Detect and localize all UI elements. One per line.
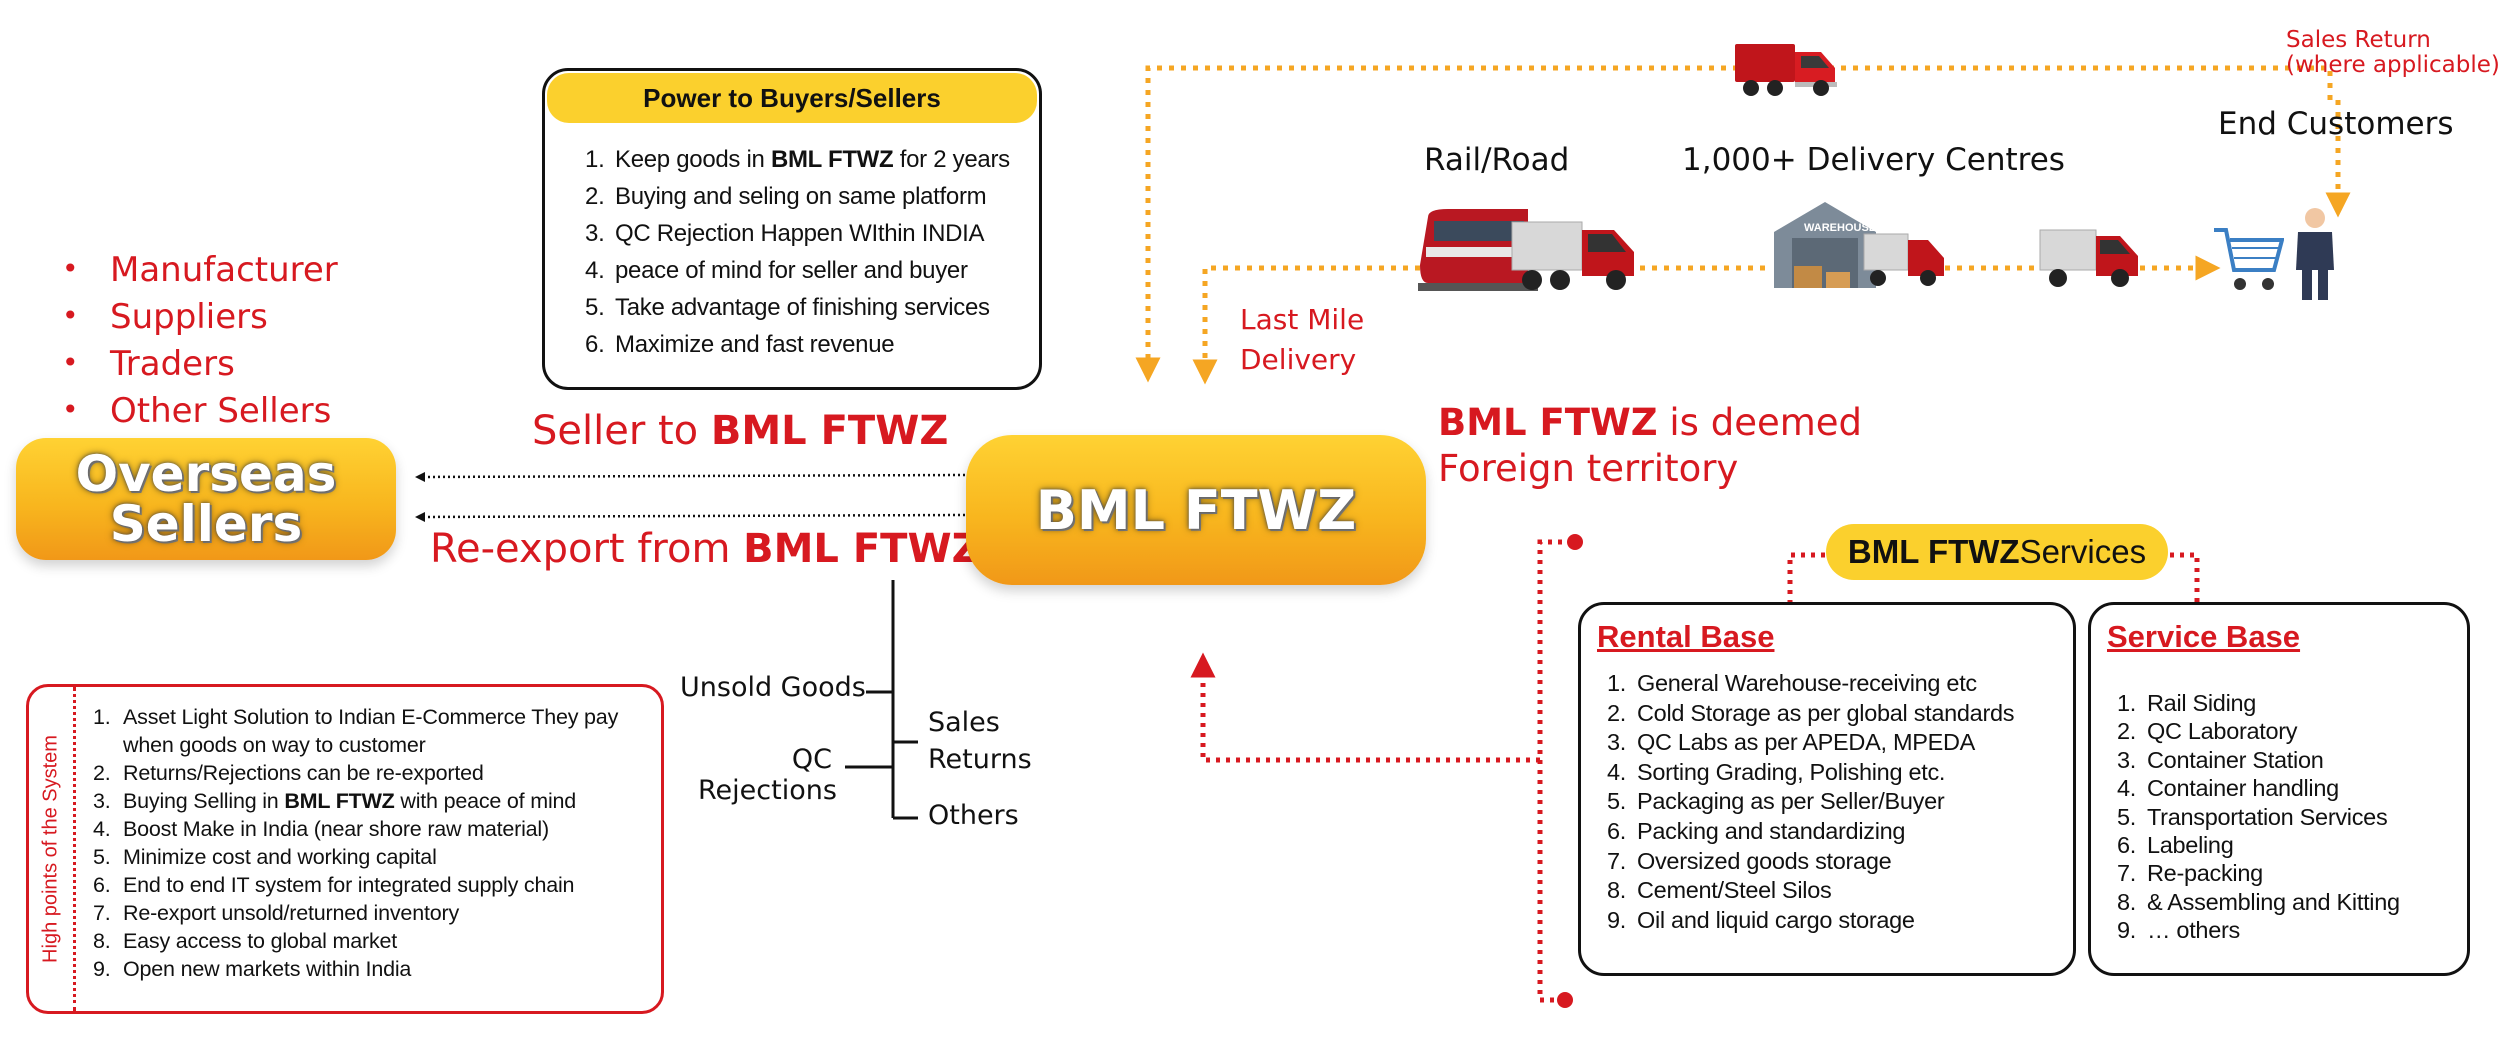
truck-icon — [1863, 233, 1944, 286]
list-item: Traders — [62, 340, 338, 387]
rental-base-title: Rental Base — [1597, 619, 1775, 654]
service-base-box: Service Base Rail Siding QC Laboratory C… — [2088, 602, 2470, 976]
overseas-line-2: Sellers — [109, 495, 303, 553]
list-item: Oil and liquid cargo storage — [1607, 906, 1915, 935]
seller-to-label: Seller to BML FTWZ — [532, 408, 949, 454]
deemed-foreign-label: BML FTWZ is deemed Foreign territory — [1438, 401, 1863, 490]
list-item: Container handling — [2117, 774, 2339, 803]
train-icon — [1418, 209, 1538, 291]
last-mile-label: Last Mile Delivery — [1240, 303, 1365, 376]
list-item: Cement/Steel Silos — [1607, 876, 1832, 905]
list-item: Transportation Services — [2117, 803, 2388, 832]
truck-icon — [1511, 221, 1634, 290]
bracket-dot-bottom — [1557, 992, 1573, 1008]
seller-to-flow — [415, 471, 966, 482]
rail-road-label: Rail/Road — [1424, 142, 1570, 178]
delivery-centres-label: 1,000+ Delivery Centres — [1682, 142, 2065, 178]
sales-return-line — [1135, 65, 2333, 383]
sales-return-label: Sales Return (where applicable) — [2286, 27, 2500, 78]
list-item: Take advantage of finishing services — [585, 289, 990, 326]
badge-connector-right — [2160, 552, 2200, 602]
high-points-list: Asset Light Solution to Indian E-Commerc… — [93, 703, 653, 983]
services-connector — [1190, 652, 1540, 763]
others-label: Others — [928, 800, 1019, 831]
list-item: Other Sellers — [62, 387, 338, 434]
list-item: Maximize and fast revenue — [585, 326, 895, 363]
bracket-dot-top — [1567, 534, 1583, 550]
list-item: Packaging as per Seller/Buyer — [1607, 787, 1945, 816]
hub-label: BML FTWZ — [1035, 478, 1357, 542]
list-item: Cold Storage as per global standards — [1607, 699, 2015, 728]
overseas-line-1: Overseas — [75, 445, 337, 503]
list-item: Re-packing — [2117, 859, 2263, 888]
list-item: QC Laboratory — [2117, 717, 2298, 746]
customer-icon — [2296, 208, 2334, 300]
services-badge: BML FTWZ Services — [1826, 524, 2168, 580]
warehouse-sign: WAREHOUSE — [1804, 222, 1877, 234]
list-item: Minimize cost and working capital — [93, 843, 437, 871]
list-item: peace of mind for seller and buyer — [585, 252, 968, 289]
power-box-list: Keep goods in BML FTWZ for 2 years Buyin… — [585, 141, 1039, 363]
truck-icon — [1735, 44, 1837, 96]
list-item: Packing and standardizing — [1607, 817, 1906, 846]
power-box: Power to Buyers/Sellers Keep goods in BM… — [542, 68, 1042, 390]
list-item: Open new markets within India — [93, 955, 412, 983]
list-item: Rail Siding — [2117, 689, 2257, 718]
overseas-sellers-node: Overseas Sellers — [16, 438, 396, 560]
high-points-side-label: High points of the System — [39, 735, 62, 963]
list-item: End to end IT system for integrated supp… — [93, 871, 575, 899]
power-box-title: Power to Buyers/Sellers — [547, 73, 1037, 123]
shopping-cart-icon — [2214, 228, 2284, 290]
list-item: Buying Selling in BML FTWZ with peace of… — [93, 787, 577, 815]
end-customers-label: End Customers — [2218, 106, 2454, 142]
warehouse-icon — [1774, 202, 1876, 288]
truck-icon — [2039, 229, 2138, 287]
rental-base-box: Rental Base General Warehouse-receiving … — [1578, 602, 2076, 976]
list-item: Easy access to global market — [93, 927, 398, 955]
list-item: Boost Make in India (near shore raw mate… — [93, 815, 549, 843]
list-item: Re-export unsold/returned inventory — [93, 899, 459, 927]
service-base-list: Rail Siding QC Laboratory Container Stat… — [2117, 689, 2400, 945]
services-bracket — [1537, 539, 1572, 1003]
reexport-label: Re-export from BML FTWZ — [430, 526, 981, 572]
list-item: Manufacturer — [62, 246, 338, 293]
list-item: Labeling — [2117, 831, 2234, 860]
list-item: QC Rejection Happen WIthin INDIA — [585, 215, 985, 252]
list-item: Buying and seling on same platform — [585, 178, 987, 215]
list-item: QC Labs as per APEDA, MPEDA — [1607, 728, 1976, 757]
service-base-title: Service Base — [2107, 619, 2301, 654]
seller-types-list: Manufacturer Suppliers Traders Other Sel… — [62, 246, 338, 434]
list-item: Sorting Grading, Polishing etc. — [1607, 758, 1946, 787]
badge-connector-left — [1787, 552, 1825, 602]
list-item: General Warehouse-receiving etc — [1607, 669, 1977, 698]
unsold-goods-label: Unsold Goods — [680, 672, 866, 703]
reexport-flow — [415, 511, 966, 522]
list-item: Returns/Rejections can be re-exported — [93, 759, 484, 787]
bml-ftwz-hub: BML FTWZ — [966, 435, 1426, 585]
high-points-box: High points of the System Asset Light So… — [26, 684, 664, 1014]
high-points-divider — [73, 687, 76, 1011]
list-item: Oversized goods storage — [1607, 847, 1892, 876]
list-item: Suppliers — [62, 293, 338, 340]
list-item: & Assembling and Kitting — [2117, 888, 2400, 917]
rental-base-list: General Warehouse-receiving etc Cold Sto… — [1607, 669, 2015, 935]
list-item: Keep goods in BML FTWZ for 2 years — [585, 141, 1010, 178]
list-item: … others — [2117, 916, 2240, 945]
list-item: Asset Light Solution to Indian E-Commerc… — [93, 703, 619, 757]
list-item: Container Station — [2117, 746, 2324, 775]
